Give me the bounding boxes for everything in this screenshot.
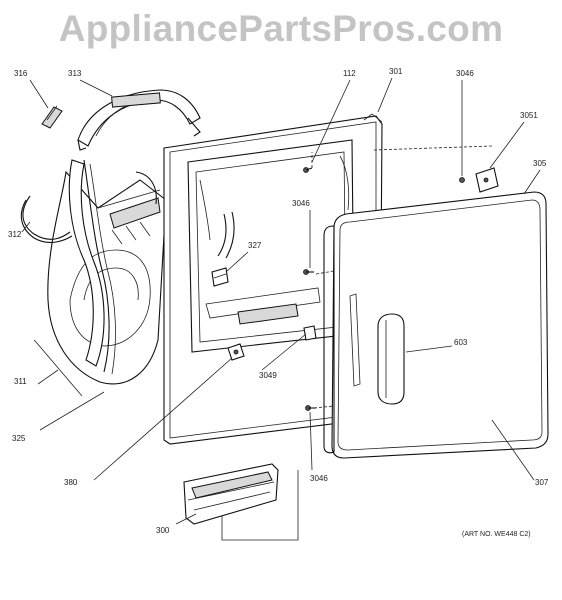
screw-3046-lower <box>305 405 316 411</box>
callout-312: 312 <box>8 230 22 239</box>
callout-603: 603 <box>454 338 468 347</box>
callout-307: 307 <box>535 478 549 487</box>
callout-3046-bottom: 3046 <box>310 474 328 483</box>
watermark-text: AppliancePartsPros.com <box>58 8 504 49</box>
part-316-seal-strip <box>41 105 63 129</box>
screw-3046-upper <box>459 177 465 183</box>
part-3049-strike <box>303 325 317 341</box>
callout-3049: 3049 <box>259 371 277 380</box>
screw-112 <box>303 167 313 173</box>
part-3051-hinge-plate <box>475 167 499 193</box>
callout-112: 112 <box>343 69 356 78</box>
part-300-lint-filter <box>183 463 279 525</box>
part-380-door-switch <box>227 343 245 361</box>
part-325-inner-liner <box>47 170 167 385</box>
callout-316: 316 <box>14 69 28 78</box>
part-327-latch-switch <box>211 267 229 287</box>
callout-3046-middle: 3046 <box>292 199 310 208</box>
part-301-door-frame <box>163 113 383 445</box>
callout-325: 325 <box>12 434 26 443</box>
callout-313: 313 <box>68 69 82 78</box>
callout-leaders <box>21 77 541 525</box>
art-number: (ART NO. WE448 C2) <box>462 531 531 538</box>
callout-300: 300 <box>156 526 170 535</box>
part-313-top-bracket <box>77 89 201 151</box>
part-311-hinge-arm <box>68 159 116 375</box>
screw-3046-middle <box>303 269 314 275</box>
callout-305: 305 <box>533 159 547 168</box>
callout-327: 327 <box>248 241 262 250</box>
part-603-door-handle <box>377 313 405 405</box>
callout-301: 301 <box>389 67 403 76</box>
callout-3051: 3051 <box>520 111 538 120</box>
callout-3046-top: 3046 <box>456 69 474 78</box>
part-312-door-gasket <box>20 171 157 244</box>
part-305-outer-door <box>323 191 549 459</box>
callout-380: 380 <box>64 478 78 487</box>
callout-311: 311 <box>14 377 27 386</box>
